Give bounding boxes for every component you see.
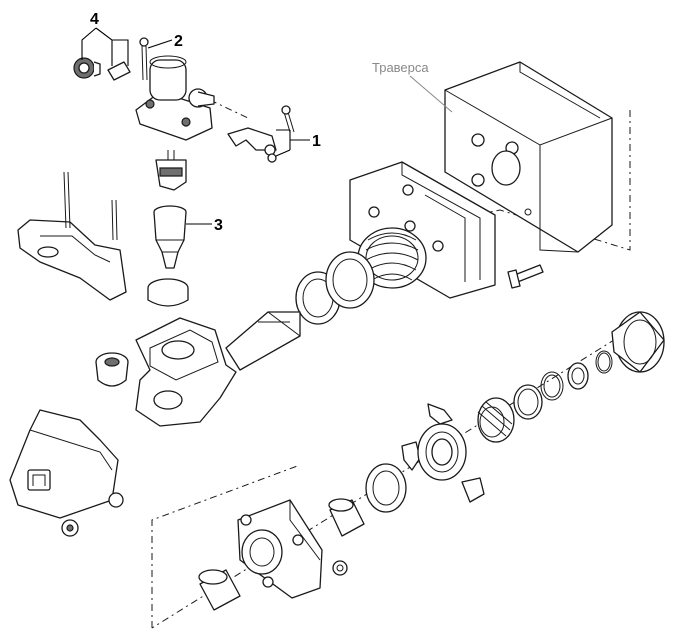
hex-bolt [507, 264, 544, 289]
connector [155, 150, 187, 191]
bracket-logo [27, 469, 51, 491]
bushing [147, 278, 189, 307]
lower-bushing [328, 498, 365, 537]
valve-cap-part-4 [73, 57, 131, 81]
lower-seal [365, 463, 407, 513]
callout-2: 2 [174, 33, 183, 50]
screw-part-2 [139, 37, 149, 81]
small-nut [267, 153, 277, 163]
callout-3: 3 [214, 217, 223, 234]
callout-4: 4 [90, 11, 99, 28]
shaft-bracket [135, 311, 301, 427]
lever-part-1 [227, 105, 295, 163]
left-bracket-lower [9, 409, 124, 537]
end-cap [611, 311, 665, 373]
crossbar-bolt-hole [471, 133, 485, 147]
leader-4 [81, 27, 129, 66]
callout-leaders [81, 27, 310, 225]
long-bolt-left [63, 171, 71, 229]
crossbar-small-hole [524, 208, 532, 216]
lock-nut [567, 362, 589, 390]
height-valve [135, 55, 215, 141]
small-hex-nut [332, 560, 348, 576]
crossbar-center-hole [491, 150, 521, 186]
leader-2 [147, 39, 173, 49]
crossbar-bolt-hole [471, 173, 485, 187]
thrust-washer [513, 384, 543, 420]
long-bolt-right [111, 199, 118, 241]
lower-sleeve [198, 569, 241, 611]
cylinder-part-3 [153, 205, 187, 269]
bearing [417, 423, 467, 481]
split-bearing-shells [401, 403, 485, 503]
coil-spring [365, 232, 419, 281]
spring-housing [349, 161, 496, 299]
callout-1: 1 [312, 133, 321, 150]
crossbar-bracket [444, 61, 613, 253]
shaft-seal-rings [295, 251, 375, 325]
shaft [225, 311, 301, 371]
left-bracket-upper [17, 171, 127, 301]
leader-1 [275, 129, 310, 157]
circlip-ring [595, 350, 613, 374]
crossbar-leader [409, 75, 453, 113]
hex-nut [108, 492, 124, 508]
cap-nut [95, 352, 129, 387]
flange-housing [237, 499, 323, 599]
crossbar-label: Траверса [372, 60, 429, 75]
threaded-sleeve [477, 397, 515, 443]
retaining-ring [540, 371, 564, 401]
